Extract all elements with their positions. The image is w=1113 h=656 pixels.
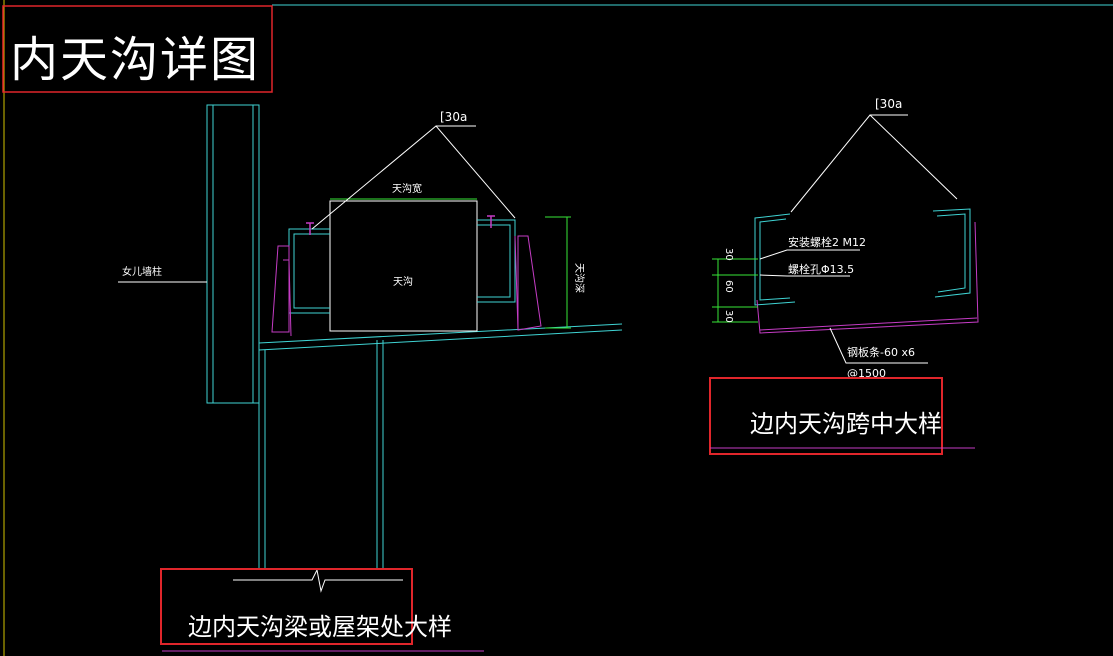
- bolt-spacing-dimension: [712, 258, 758, 323]
- right-channel-steel: [477, 219, 542, 331]
- right-caption: 边内天沟跨中大样: [750, 410, 942, 438]
- steel-leader: [311, 125, 516, 230]
- spacing-label: @1500: [847, 367, 886, 380]
- dim-bottom: 30: [723, 310, 734, 323]
- gutter-depth-label: 天沟深: [573, 263, 586, 293]
- dim-mid: 60: [723, 280, 734, 293]
- plate-label: 钢板条-60 x6: [847, 345, 915, 359]
- gutter-label: 天沟: [393, 275, 413, 288]
- steel-plate: [756, 221, 979, 334]
- left-channel-steel: [271, 228, 330, 337]
- right-caption-box: [709, 377, 943, 455]
- bolt-label: 安装螺栓2 M12: [788, 235, 866, 249]
- plate-leader: [829, 327, 928, 364]
- gutter-width-label: 天沟宽: [392, 182, 422, 195]
- bolt-leaders: [759, 249, 860, 277]
- parapet-column-label: 女儿墙柱: [122, 265, 162, 278]
- right-channel-steel: [754, 208, 971, 306]
- title-block: 内天沟详图: [2, 5, 273, 93]
- right-detail: [30a 安装螺栓2 M12 螺栓孔Φ13.5 30 60 30: [709, 97, 979, 455]
- hole-label: 螺栓孔Φ13.5: [788, 262, 854, 276]
- left-detail: 女儿墙柱 天沟 天沟宽: [118, 104, 623, 652]
- right-steel-label: [30a: [875, 97, 902, 111]
- gutter-depth-dimension: [545, 216, 571, 329]
- break-line: [233, 568, 403, 593]
- left-caption-box: [160, 568, 413, 645]
- viewport-frame: [3, 0, 1113, 656]
- support-column: [258, 340, 384, 570]
- dim-top: 30: [723, 248, 734, 261]
- drawing-title: 内天沟详图: [10, 32, 260, 88]
- bolt-icon: [306, 215, 495, 235]
- parapet-column: [206, 104, 260, 404]
- gutter-body: [329, 200, 478, 332]
- roof-beam: [258, 323, 623, 351]
- left-steel-label: [30a: [440, 110, 467, 124]
- left-caption: 边内天沟梁或屋架处大样: [188, 613, 452, 641]
- right-steel-leader: [790, 114, 958, 213]
